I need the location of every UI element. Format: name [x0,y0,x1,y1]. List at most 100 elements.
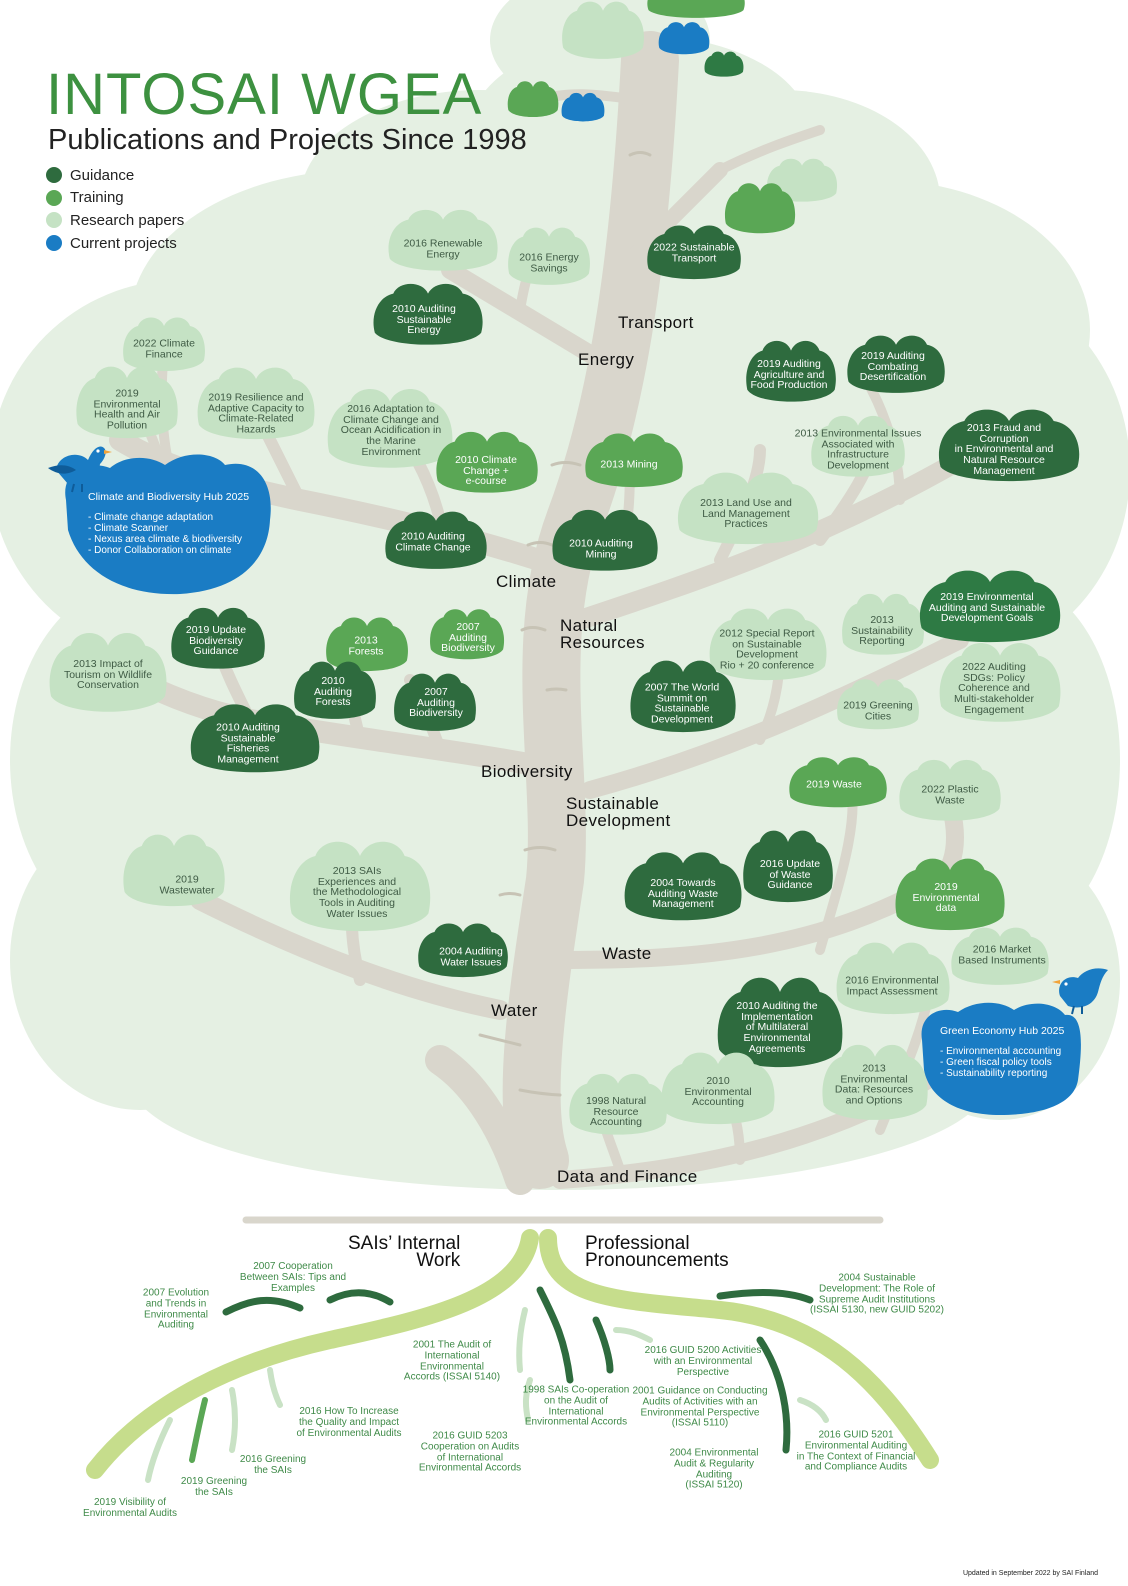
legend-label: Research papers [70,211,185,229]
root-visibility-2019: 2019 Visibility of Environmental Audits [83,1497,177,1519]
leaf-waste-2019: 2019 Waste [806,778,862,791]
branch-waste: Waste [602,944,652,963]
root-issai-5110: 2001 Guidance on Conducting Audits of Ac… [632,1385,768,1429]
leaf-infrastructure: 2013 Environmental Issues Associated wit… [794,427,922,472]
green-hub-cloud [921,1002,1081,1115]
legend-swatch [46,212,62,229]
green-economy-hub: Green Economy Hub 2025 - Environmental a… [940,1025,1076,1080]
leaf-waste-management: 2004 Towards Auditing Waste Management [647,876,719,911]
leaf-rio-report: 2012 Special Report on Sustainable Devel… [719,627,815,672]
legend-item-guidance: Guidance [46,164,184,187]
branch-energy: Energy [578,350,635,369]
branch-water: Water [491,1001,538,1020]
leaf-land-use: 2013 Land Use and Land Management Practi… [700,496,792,531]
leaf-climate-ecourse: 2010 Climate Change + e-course [455,453,517,488]
root-guid-5201: 2016 GUID 5201 Environmental Auditing in… [796,1429,916,1473]
leaf-environmental-accounting: 2010 Environmental Accounting [684,1074,752,1109]
roots-heading-pronouncements: Professional Pronouncements [585,1233,729,1272]
leaf-greening-cities: 2019 Greening Cities [843,699,913,722]
hub-title: Green Economy Hub 2025 [940,1025,1065,1037]
legend-swatch [46,235,62,252]
leaf-wastewater: 2019 Wastewater [159,873,215,896]
legend-item-current-projects: Current projects [46,232,184,255]
hub-item: - Green fiscal policy tools [940,1056,1052,1068]
root-evolution-2007: 2007 Evolution and Trends in Environment… [142,1287,210,1331]
leaf-renewable-energy: 2016 Renewable Energy [403,237,483,260]
leaf-adaptation-ocean: 2016 Adaptation to Climate Change and Oc… [340,403,442,459]
leaf-agriculture-food: 2019 Auditing Agriculture and Food Produ… [750,357,828,392]
bird-icon [1052,968,1108,1015]
legend-label: Training [70,189,124,207]
branch-data-and-finance: Data and Finance [557,1167,698,1186]
root-cooperation-1998: 1998 SAIs Co-operation on the Audit of I… [522,1384,630,1428]
leaf-natural-resource-accounting: 1998 Natural Resource Accounting [585,1094,647,1129]
leaf-world-summit: 2007 The World Summit on Sustainable Dev… [644,681,720,726]
legend-label: Current projects [70,234,177,252]
leaf-climate-finance: 2022 Climate Finance [133,337,195,360]
hub-list: - Climate change adaptation - Climate Sc… [88,512,268,557]
legend-item-research-papers: Research papers [46,209,184,232]
leaf-multilateral: 2010 Auditing the Implementation of Mult… [736,1000,818,1056]
leaf-plastic-waste: 2022 Plastic Waste [921,783,979,806]
root-greening-sais-2016: 2016 Greening the SAIs [239,1454,307,1476]
leaf-fraud-corruption: 2013 Fraud and Corruption in Environment… [954,422,1054,478]
leaf-auditing-biodiversity-2007a: 2007 Auditing Biodiversity [441,620,495,655]
root-issai-5120: 2004 Environmental Audit & Regularity Au… [669,1447,759,1491]
hub-item: - Environmental accounting [940,1045,1062,1057]
leaf-market-instruments: 2016 Market Based Instruments [958,943,1046,966]
leaf-tourism-wildlife: 2013 Impact of Tourism on Wildlife Conse… [63,657,153,692]
branch-biodiversity: Biodiversity [481,762,573,781]
leaf-auditing-climate-change: 2010 Auditing Climate Change [395,530,471,553]
hub-item: - Climate change adaptation [88,511,214,523]
hub-item: - Donor Collaboration on climate [88,545,232,557]
roots-heading-internal: SAIs’ Internal Work [348,1233,461,1272]
hub-item: - Nexus area climate & biodiversity [88,534,242,546]
hub-shapes [65,454,1081,1115]
hub-item: - Climate Scanner [88,522,169,534]
branch-transport: Transport [618,313,694,332]
leaf-auditing-sustainable-energy: 2010 Auditing Sustainable Energy [392,302,456,337]
leaf-biodiversity-update: 2019 Update Biodiversity Guidance [185,623,247,658]
climate-hub: Climate and Biodiversity Hub 2025 - Clim… [88,491,268,557]
leaf-mining-2013: 2013 Mining [600,458,658,471]
legend-swatch [46,189,62,206]
page-subtitle: Publications and Projects Since 1998 [48,124,527,156]
root-greening-sais-2019: 2019 Greening the SAIs [180,1476,248,1498]
leaf-resilience: 2019 Resilience and Adaptive Capacity to… [207,391,305,436]
leaf-auditing-biodiversity-2007b: 2007 Auditing Biodiversity [409,685,463,720]
legend-label: Guidance [70,166,135,184]
leaf-env-data-2013: 2013 Environmental Data: Resources and O… [834,1062,914,1107]
leaf-sustainability-reporting: 2013 Sustainability Reporting [851,613,913,648]
leaf-auditing-forests: 2010 Auditing Forests [314,674,352,709]
legend: Guidance Training Research papers Curren… [46,164,184,254]
branch-natural-resources: Natural Resources [560,616,645,652]
hub-title: Climate and Biodiversity Hub 2025 [88,491,250,503]
hub-item: - Sustainability reporting [940,1068,1048,1080]
leaf-auditing-mining: 2010 Auditing Mining [569,537,633,560]
leaf-sai-water: 2013 SAIs Experiences and the Methodolog… [312,865,402,921]
leaf-forests-2013: 2013 Forests [348,634,384,657]
bird-icon [48,446,112,493]
leaf-environmental-health-air: 2019 Environmental Health and Air Pollut… [93,387,161,432]
root-sustainable-development-2004: 2004 Sustainable Development: The Role o… [810,1272,944,1316]
page-title: INTOSAI WGEA [46,62,483,127]
root-cooperation-2007: 2007 Cooperation Between SAIs: Tips and … [239,1260,347,1294]
root-guid-5200: 2016 GUID 5200 Activities with an Enviro… [644,1344,762,1378]
leaf-eia: 2016 Environmental Impact Assessment [845,974,939,997]
leaf-waste-update: 2016 Update of Waste Guidance [759,857,821,892]
leaf-sdgs-policy: 2022 Auditing SDGs: Policy Coherence and… [954,661,1034,717]
legend-item-training: Training [46,187,184,210]
leaf-env-data-2019: 2019 Environmental data [912,880,980,915]
branch-sustainable-development: Sustainable Development [566,794,671,830]
leaf-sdgs-2019: 2019 Environmental Auditing and Sustaina… [928,590,1046,625]
leaf-desertification: 2019 Auditing Combating Desertification [859,349,927,384]
branch-climate: Climate [496,572,557,591]
root-how-to-increase: 2016 How To Increase the Quality and Imp… [296,1405,402,1439]
climate-hub-cloud [65,454,271,595]
legend-swatch [46,167,62,184]
leaf-fisheries: 2010 Auditing Sustainable Fisheries Mana… [216,721,280,766]
leaf-energy-savings: 2016 Energy Savings [519,251,579,274]
hub-list: - Environmental accounting - Green fisca… [940,1046,1076,1080]
